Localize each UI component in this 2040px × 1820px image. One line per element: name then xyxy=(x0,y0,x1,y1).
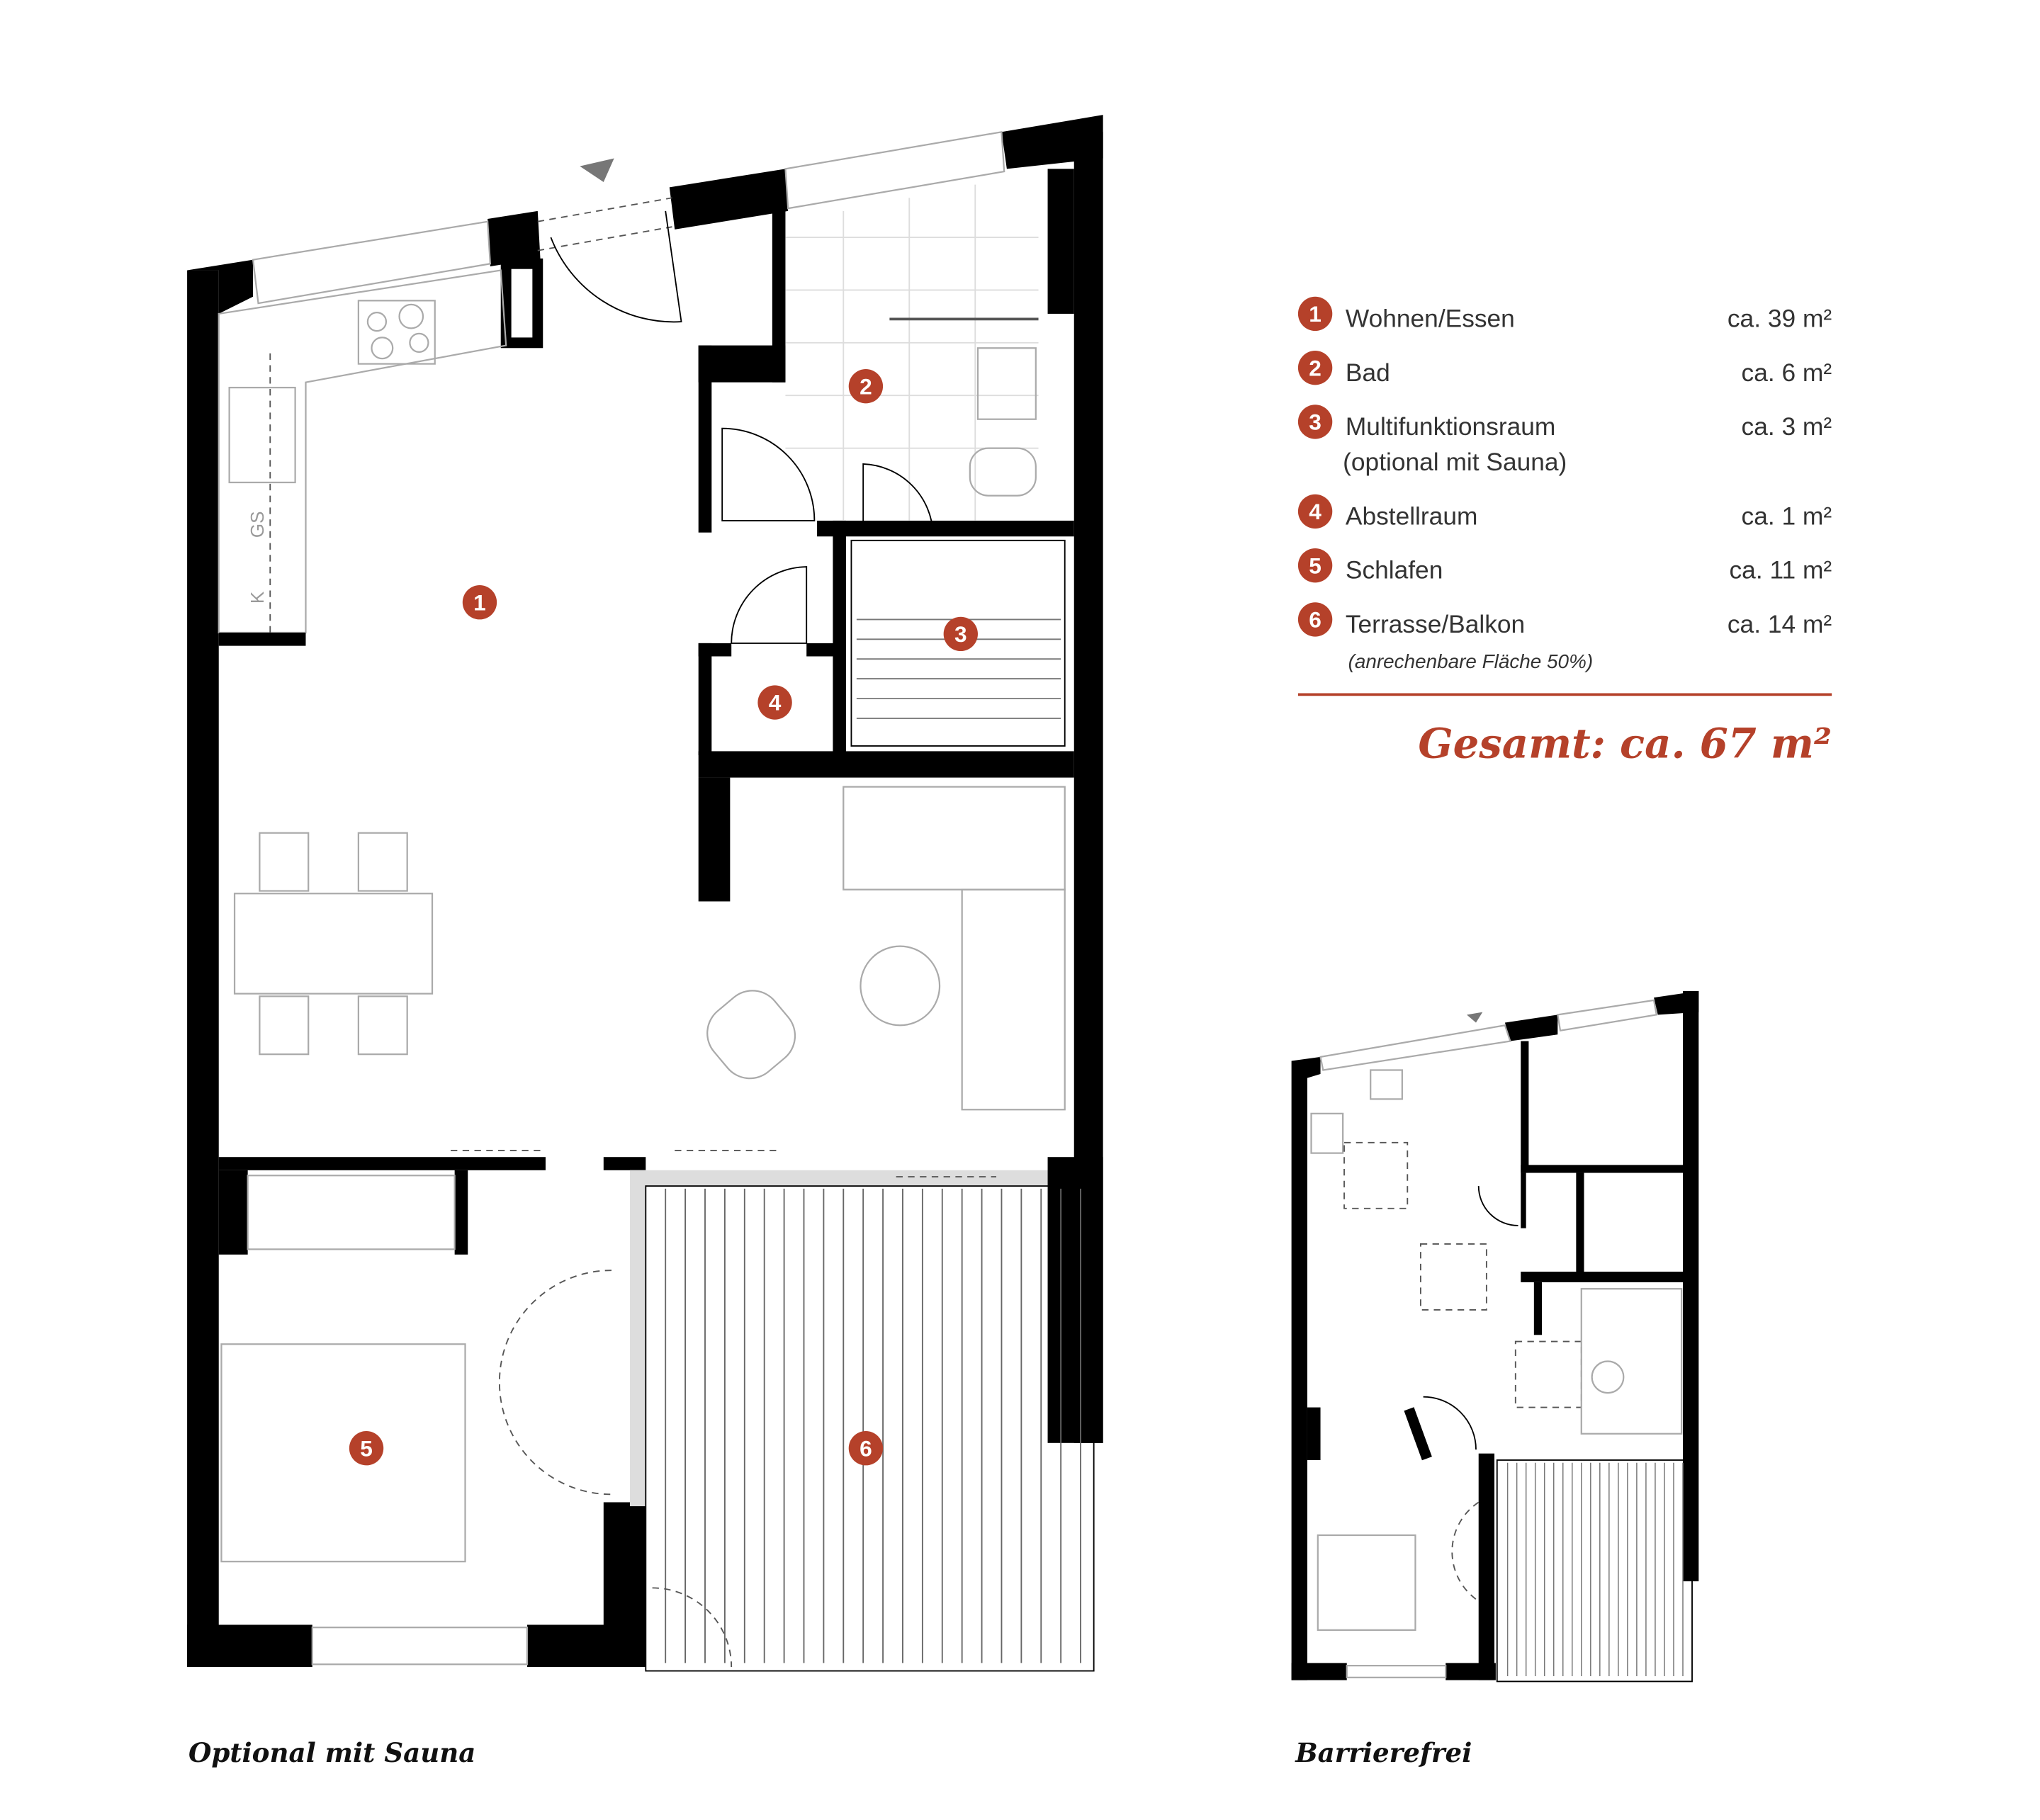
coffee-table xyxy=(860,945,941,1027)
fridge-label: K xyxy=(247,591,268,604)
area-legend: 1 Wohnen/Essen ca. 39 m² 2 Bad ca. 6 m² 3 … xyxy=(1297,296,1832,768)
storage-door[interactable] xyxy=(731,566,808,644)
svg-text:Schlafen: Schlafen xyxy=(1346,557,1443,584)
room-marker-4: 4 xyxy=(757,685,792,720)
wall-pier xyxy=(669,169,789,230)
svg-text:(anrechenbare Fläche 50%): (anrechenbare Fläche 50%) xyxy=(1348,650,1594,672)
svg-text:5: 5 xyxy=(1309,553,1322,578)
bed xyxy=(220,1343,466,1563)
svg-text:Abstellraum: Abstellraum xyxy=(1346,503,1478,531)
entrance-arrow-icon xyxy=(580,158,614,182)
svg-text:2: 2 xyxy=(1309,355,1322,380)
terrace-decking xyxy=(665,1188,1081,1663)
sink xyxy=(228,386,296,484)
barrierefrei-plan xyxy=(1291,990,1699,1683)
caption-main-plan: Optional mit Sauna xyxy=(188,1737,475,1768)
entrance-door[interactable] xyxy=(550,210,682,323)
washbasin xyxy=(976,347,1037,420)
svg-text:Wohnen/Essen: Wohnen/Essen xyxy=(1346,305,1515,333)
svg-text:1: 1 xyxy=(473,589,486,615)
svg-text:Terrasse/Balkon: Terrasse/Balkon xyxy=(1346,611,1525,638)
bath-wall xyxy=(1047,169,1074,314)
total-area: Gesamt: ca. 67 m² xyxy=(1418,720,1832,768)
legend-row-3: 3 Multifunktionsraum ca. 3 m² (optional m… xyxy=(1297,405,1832,476)
sauna-door[interactable] xyxy=(862,463,934,535)
dishwasher-label: GS xyxy=(247,511,268,538)
window xyxy=(311,1627,529,1666)
wall-pier xyxy=(488,210,541,266)
armchair xyxy=(706,990,796,1080)
cooktop xyxy=(357,300,436,365)
terrace xyxy=(645,1185,1095,1672)
svg-text:ca. 11 m²: ca. 11 m² xyxy=(1730,557,1832,584)
svg-text:ca. 1 m²: ca. 1 m² xyxy=(1742,503,1832,531)
room-markers: 1 2 3 4 5 6 xyxy=(349,369,978,1466)
svg-text:2: 2 xyxy=(860,373,872,399)
kitchen-counter xyxy=(218,269,507,634)
svg-text:3: 3 xyxy=(1309,409,1322,435)
left-wall xyxy=(187,270,219,1667)
svg-text:5: 5 xyxy=(360,1435,373,1461)
room-marker-1: 1 xyxy=(462,585,497,620)
toilet xyxy=(969,447,1037,497)
window xyxy=(784,130,1005,210)
svg-text:6: 6 xyxy=(1309,607,1322,633)
svg-text:(optional mit Sauna): (optional mit Sauna) xyxy=(1343,448,1567,476)
svg-text:ca. 14 m²: ca. 14 m² xyxy=(1728,611,1832,638)
top-wall xyxy=(187,259,254,314)
svg-text:4: 4 xyxy=(769,690,782,716)
window xyxy=(252,220,492,305)
svg-text:3: 3 xyxy=(954,621,967,647)
svg-text:Bad: Bad xyxy=(1346,359,1390,387)
room-marker-2: 2 xyxy=(848,369,884,404)
svg-text:1: 1 xyxy=(1309,301,1322,327)
sauna xyxy=(850,539,1066,747)
room-marker-5: 5 xyxy=(349,1431,384,1466)
bedroom-door[interactable] xyxy=(498,1270,612,1496)
main-floor-plan: GS K xyxy=(187,115,1103,1672)
legend-row-1: 1 Wohnen/Essen ca. 39 m² xyxy=(1297,296,1832,333)
bath-door[interactable] xyxy=(721,427,816,521)
bath-tiles xyxy=(785,184,1039,521)
legend-row-6: 6 Terrasse/Balkon ca. 14 m² (anrechenbare… xyxy=(1297,602,1832,672)
room-marker-6: 6 xyxy=(848,1431,884,1466)
legend-row-4: 4 Abstellraum ca. 1 m² xyxy=(1297,494,1832,531)
dining-table xyxy=(233,893,434,995)
caption-small-plan: Barrierefrei xyxy=(1295,1737,1472,1768)
legend-row-5: 5 Schlafen ca. 11 m² xyxy=(1297,548,1832,584)
wardrobe xyxy=(247,1175,456,1250)
svg-text:4: 4 xyxy=(1309,499,1322,524)
room-marker-3: 3 xyxy=(943,616,978,652)
sofa xyxy=(843,786,1066,891)
svg-text:ca. 39 m²: ca. 39 m² xyxy=(1728,305,1832,333)
svg-text:6: 6 xyxy=(860,1435,872,1461)
legend-row-2: 2 Bad ca. 6 m² xyxy=(1297,351,1832,387)
svg-text:ca. 6 m²: ca. 6 m² xyxy=(1742,359,1832,387)
svg-text:ca. 3 m²: ca. 3 m² xyxy=(1742,413,1832,441)
svg-text:Multifunktionsraum: Multifunktionsraum xyxy=(1346,413,1555,441)
